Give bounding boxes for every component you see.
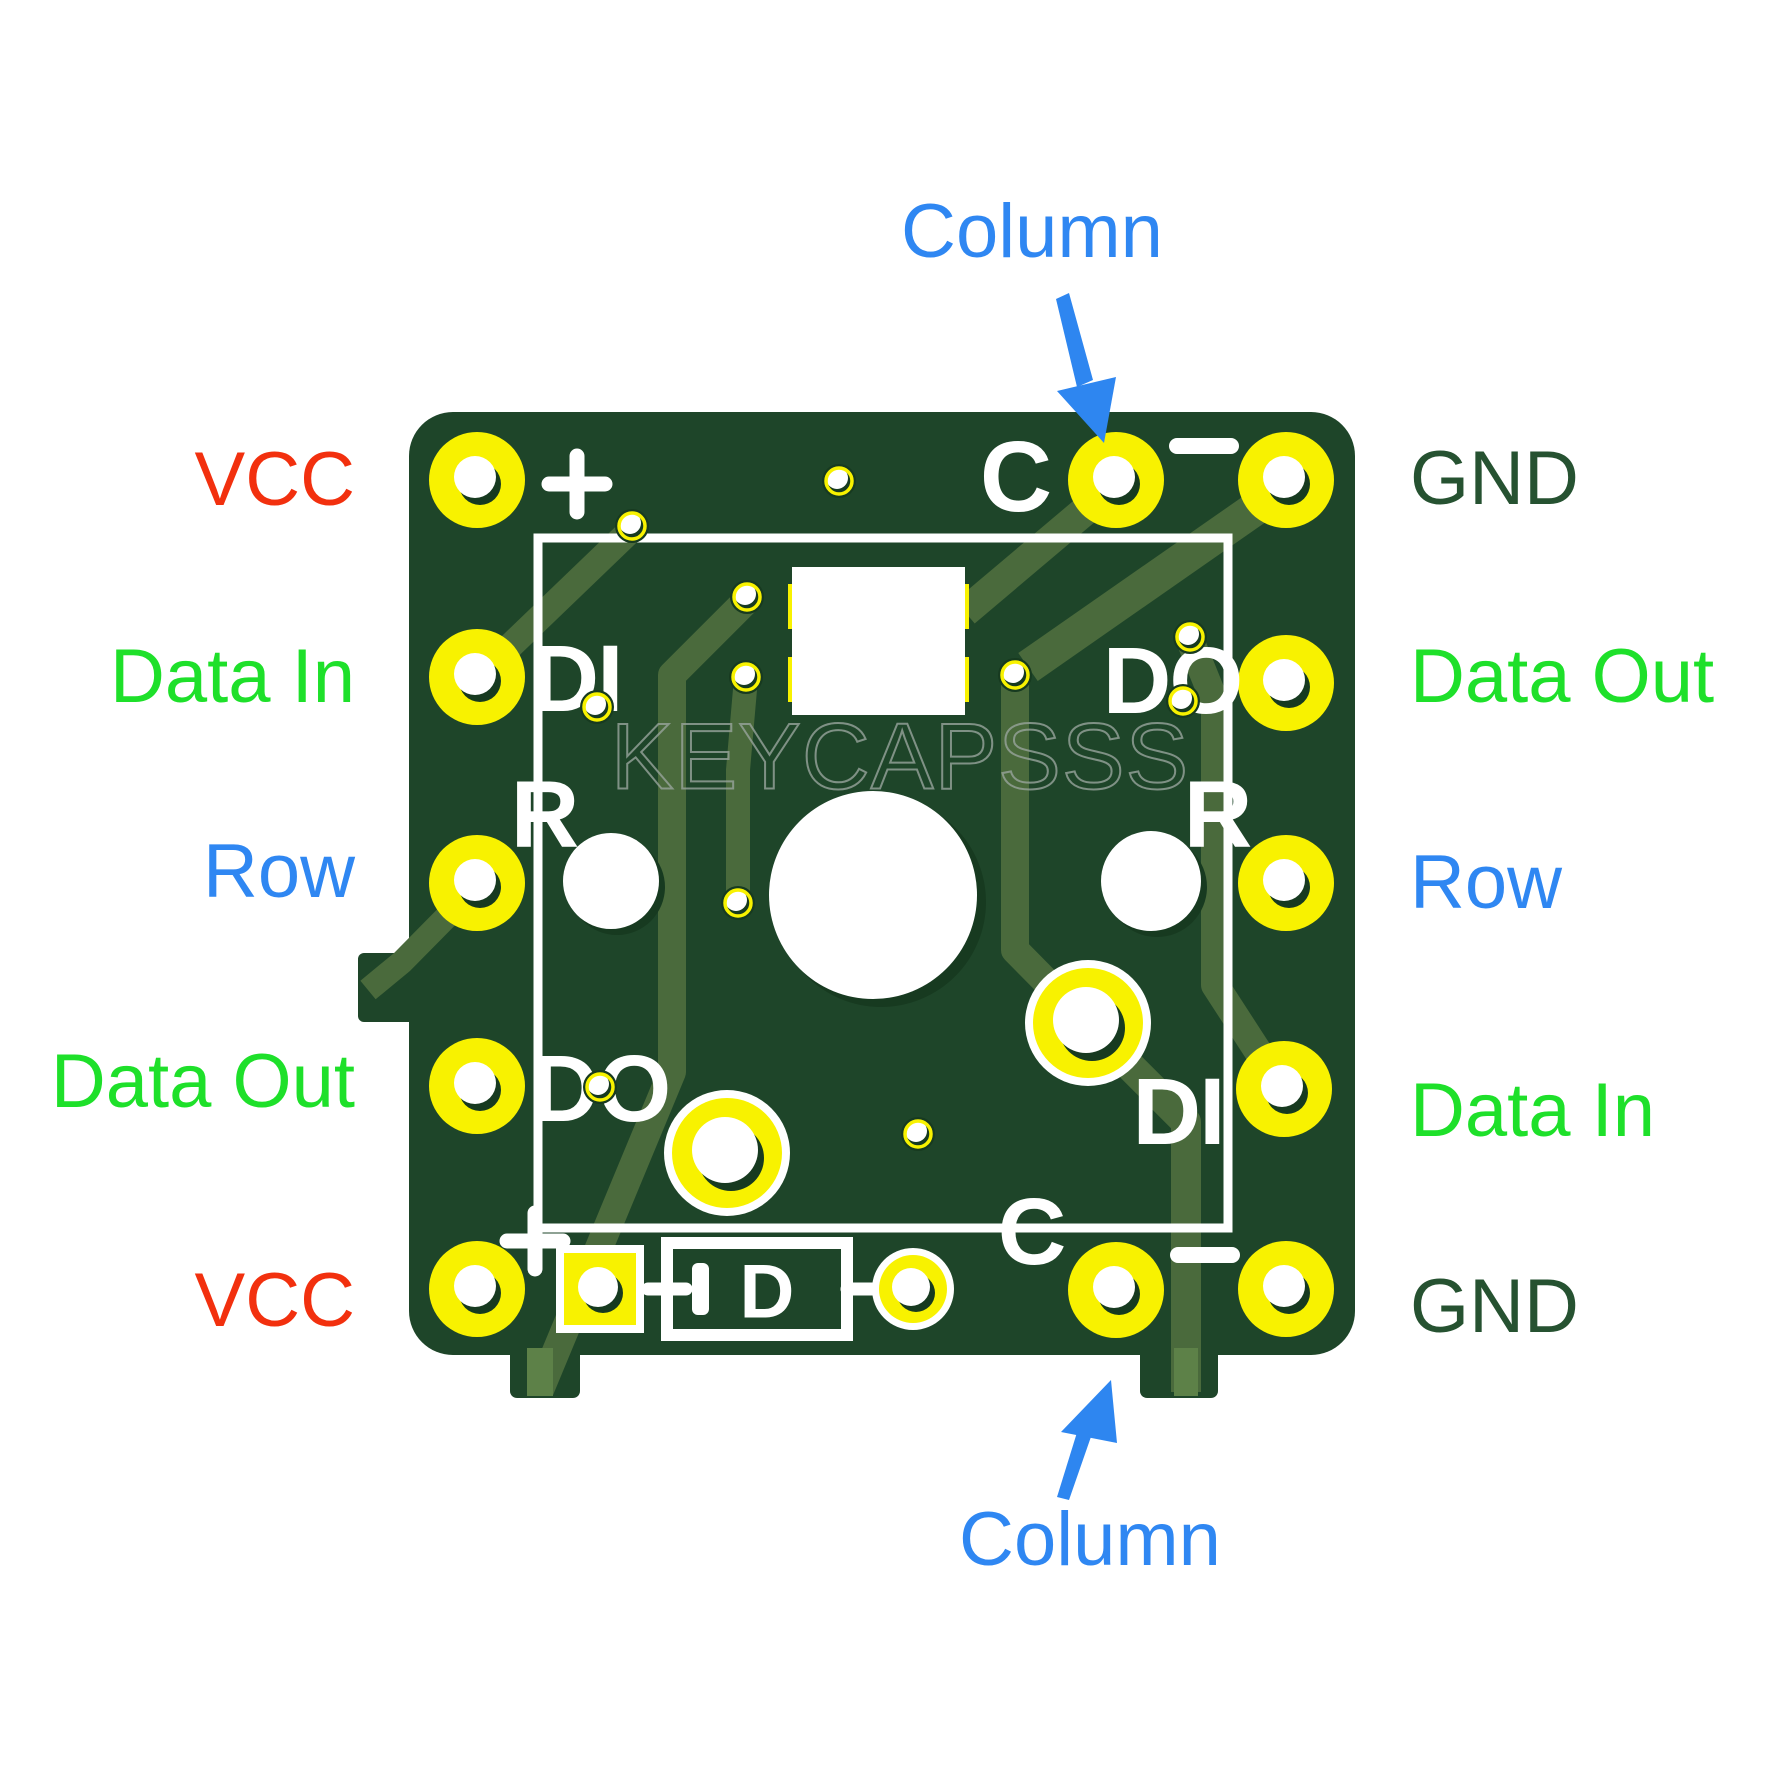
via bbox=[583, 1070, 617, 1104]
label-vcc-top-left: VCC bbox=[194, 437, 355, 522]
led-body bbox=[792, 567, 965, 715]
label-data-out-right: Data Out bbox=[1410, 634, 1715, 719]
via bbox=[1166, 684, 1200, 718]
label-gnd-top-right: GND bbox=[1410, 436, 1579, 521]
via bbox=[1173, 620, 1207, 654]
arrow-shaft bbox=[1056, 293, 1093, 387]
silk-do-top-right: DO bbox=[1103, 628, 1242, 734]
pad-data-out-right bbox=[1238, 635, 1334, 731]
switch-pin-pad-upper bbox=[1025, 960, 1151, 1086]
plus-mark-top bbox=[541, 448, 613, 520]
hole bbox=[1101, 831, 1201, 931]
arrow-head bbox=[1061, 1380, 1117, 1443]
diode-cathode-bar bbox=[692, 1263, 709, 1315]
pad-column-bottom bbox=[1068, 1242, 1164, 1338]
silk-di-bottom-right: DI bbox=[1133, 1059, 1224, 1165]
via bbox=[822, 464, 856, 498]
switch-guide-hole-right bbox=[1101, 831, 1207, 937]
label-row-left: Row bbox=[202, 829, 355, 914]
label-vcc-bottom-left: VCC bbox=[194, 1258, 355, 1343]
pad-data-in-left bbox=[429, 629, 525, 725]
watermark-text: KEYCAPSSS bbox=[611, 704, 1189, 809]
via bbox=[998, 658, 1032, 692]
label-data-in-right: Data In bbox=[1410, 1068, 1656, 1153]
via bbox=[730, 580, 764, 614]
via bbox=[580, 690, 614, 724]
trace bbox=[1018, 469, 1302, 681]
pad-data-out-left bbox=[429, 1038, 525, 1134]
hole bbox=[769, 791, 977, 999]
pad-vcc-top-left bbox=[429, 432, 525, 528]
switch-pin-pad-lower bbox=[664, 1090, 790, 1216]
switch-guide-hole-left bbox=[563, 833, 665, 935]
arrow-head bbox=[1057, 377, 1116, 443]
trace bbox=[726, 676, 758, 900]
switch-footprint-outline bbox=[533, 533, 1233, 1233]
pad-column-top bbox=[1068, 432, 1164, 528]
vias bbox=[580, 464, 1207, 1151]
trace bbox=[1177, 634, 1295, 1098]
silk-r-right: R bbox=[1184, 762, 1253, 868]
column-arrow-top bbox=[1056, 293, 1116, 443]
switch-center-hole bbox=[769, 791, 986, 1007]
silk-diode-label: D bbox=[740, 1250, 795, 1335]
pad-vcc-bottom-left bbox=[429, 1241, 525, 1337]
silk-r-left: R bbox=[511, 762, 580, 868]
diode-pad-square bbox=[556, 1245, 644, 1333]
label-row-right: Row bbox=[1410, 840, 1563, 925]
via bbox=[729, 660, 763, 694]
label-column-top: Column bbox=[901, 189, 1163, 274]
via bbox=[901, 1117, 935, 1151]
pad-gnd-bottom-right bbox=[1238, 1241, 1334, 1337]
arrow-shaft bbox=[1057, 1426, 1093, 1500]
silk-c-bottom: C bbox=[998, 1179, 1067, 1285]
diode-footprint bbox=[641, 1237, 885, 1341]
hole bbox=[563, 833, 659, 929]
plus-mark-bottom bbox=[499, 1205, 571, 1277]
via bbox=[615, 509, 649, 543]
column-arrow-bottom bbox=[1057, 1380, 1117, 1500]
pad-row-right bbox=[1238, 835, 1334, 931]
label-data-in-left: Data In bbox=[109, 634, 355, 719]
silk-c-top: C bbox=[980, 421, 1052, 533]
diode-body-outline bbox=[661, 1237, 853, 1341]
diode-pad-round bbox=[872, 1248, 954, 1330]
pad-data-in-right bbox=[1236, 1041, 1332, 1137]
silkscreen-graphics bbox=[533, 533, 1233, 1341]
label-data-out-left: Data Out bbox=[50, 1039, 355, 1124]
via bbox=[721, 886, 755, 920]
pad-row-left bbox=[429, 835, 525, 931]
label-gnd-bottom-right: GND bbox=[1410, 1264, 1579, 1349]
pad-gnd-top-right bbox=[1238, 432, 1334, 528]
led-footprint bbox=[788, 567, 969, 715]
label-column-bottom: Column bbox=[959, 1497, 1221, 1582]
pads bbox=[429, 432, 1334, 1338]
